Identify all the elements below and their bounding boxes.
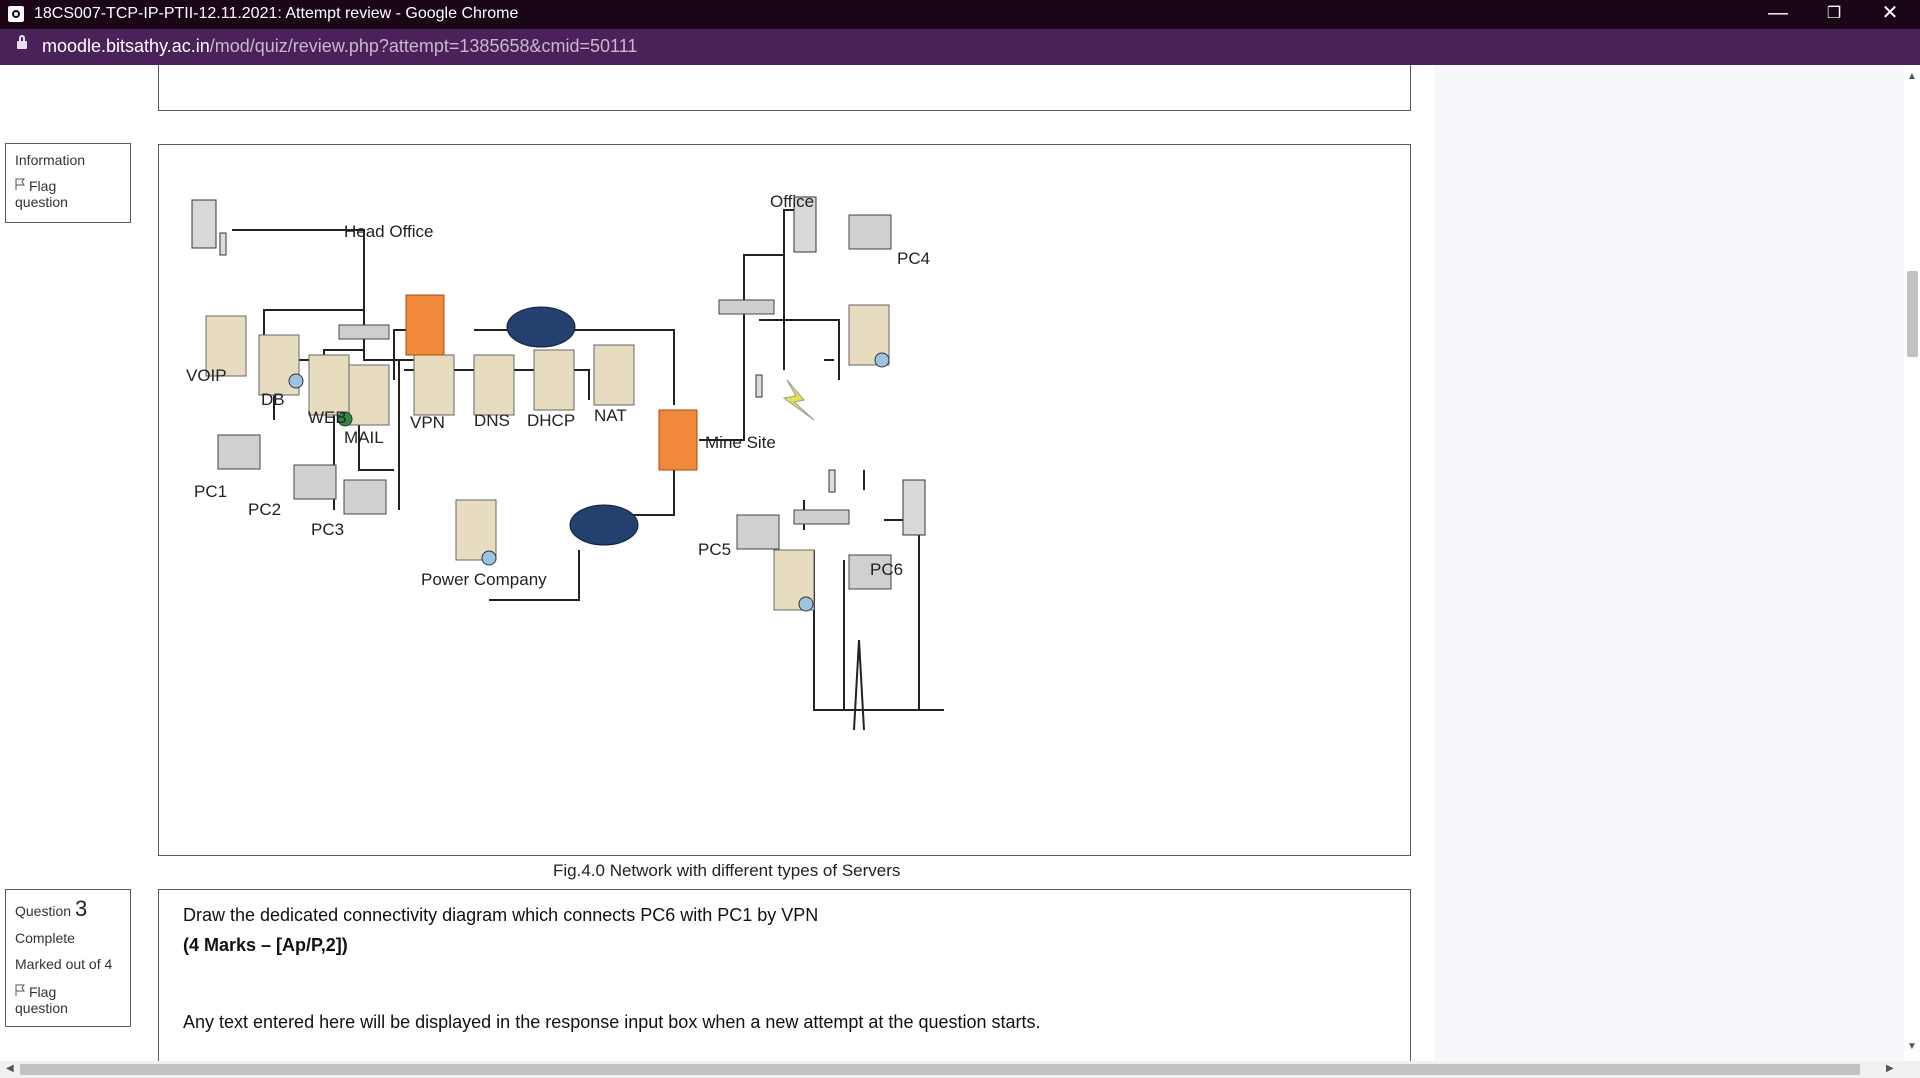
flag-icon [15, 984, 25, 996]
label-pc5: PC5 [698, 540, 731, 559]
app-icon [8, 6, 24, 22]
question-marks: Marked out of 4 [15, 956, 113, 972]
label-web: WEB [308, 408, 347, 427]
scroll-up-arrow-icon[interactable]: ▲ [1907, 71, 1917, 82]
information-label: Information [15, 152, 86, 168]
label-pc2: PC2 [248, 500, 281, 519]
restore-button[interactable]: ❐ [1826, 5, 1842, 22]
url-text[interactable]: moodle.bitsathy.ac.in/mod/quiz/review.ph… [42, 36, 637, 57]
label-vpn: VPN [410, 413, 445, 432]
question-3-content-box [158, 889, 1411, 1061]
label-pc6: PC6 [870, 560, 903, 579]
flag-label-line1: Flag [29, 984, 57, 1000]
question-status: Complete [15, 930, 75, 946]
right-panel [1434, 65, 1904, 1061]
label-dhcp: DHCP [527, 411, 575, 430]
previous-question-box [158, 65, 1411, 111]
flag-question-link-q3[interactable]: Flag question [15, 984, 68, 1016]
question-number-line: Question 3 [15, 896, 87, 922]
label-mail: MAIL [344, 428, 384, 447]
scroll-down-arrow-icon[interactable]: ▼ [1907, 1041, 1917, 1052]
label-pc1: PC1 [194, 482, 227, 501]
label-dns: DNS [474, 411, 510, 430]
label-power-company: Power Company [421, 570, 547, 589]
label-voip: VOIP [186, 366, 227, 385]
question-3-text: Draw the dedicated connectivity diagram … [183, 905, 819, 925]
question-number: 3 [74, 896, 88, 921]
label-db: DB [261, 390, 285, 409]
flag-icon [15, 178, 25, 190]
lock-icon [17, 35, 27, 49]
question-label: Question [15, 903, 72, 919]
vertical-scrollbar-thumb[interactable] [1907, 271, 1918, 357]
vertical-scrollbar[interactable]: ▲ ▼ [1904, 65, 1920, 1061]
flag-label-line2: question [15, 1000, 68, 1016]
flag-label-line2: question [15, 194, 68, 210]
scroll-left-arrow-icon[interactable]: ◀ [6, 1063, 14, 1074]
address-bar[interactable]: moodle.bitsathy.ac.in/mod/quiz/review.ph… [0, 29, 1920, 65]
flag-question-link[interactable]: Flag question [15, 178, 68, 210]
question-3-response-note: Any text entered here will be displayed … [183, 1012, 1041, 1032]
close-button[interactable]: ✕ [1881, 2, 1899, 24]
url-path: /mod/quiz/review.php?attempt=1385658&cmi… [209, 36, 638, 56]
window-titlebar: 18CS007-TCP-IP-PTII-12.11.2021: Attempt … [0, 0, 1920, 29]
window-title: 18CS007-TCP-IP-PTII-12.11.2021: Attempt … [34, 5, 519, 22]
page-content: Information Flag question [0, 65, 1920, 1061]
url-domain: moodle.bitsathy.ac.in [42, 36, 210, 56]
scroll-right-arrow-icon[interactable]: ▶ [1886, 1063, 1894, 1074]
label-mine-site: Mine Site [705, 433, 776, 452]
information-content-box: Head Office Office PC4 VOIP DB WEB MAIL … [158, 144, 1411, 880]
horizontal-scrollbar[interactable]: ◀ ▶ [0, 1061, 1920, 1078]
network-diagram: Head Office Office PC4 VOIP DB WEB MAIL … [184, 170, 944, 770]
label-office: Office [770, 192, 814, 211]
label-pc3: PC3 [311, 520, 344, 539]
question-3-marks-text: (4 Marks – [Ap/P,2]) [183, 935, 348, 955]
information-info-block: Information Flag question [5, 143, 131, 223]
minimize-button[interactable]: — [1768, 2, 1788, 24]
flag-label-line1: Flag [29, 178, 57, 194]
horizontal-scrollbar-thumb[interactable] [20, 1064, 1860, 1075]
figure-caption: Fig.4.0 Network with different types of … [553, 861, 901, 880]
label-pc4: PC4 [897, 249, 930, 268]
label-head-office: Head Office [344, 222, 433, 241]
question-3-info-block: Question 3 Complete Marked out of 4 Flag… [5, 889, 131, 1027]
network-nodes [191, 196, 926, 731]
label-nat: NAT [594, 406, 627, 425]
network-diagram-svg: Head Office Office PC4 VOIP DB WEB MAIL … [186, 192, 944, 731]
